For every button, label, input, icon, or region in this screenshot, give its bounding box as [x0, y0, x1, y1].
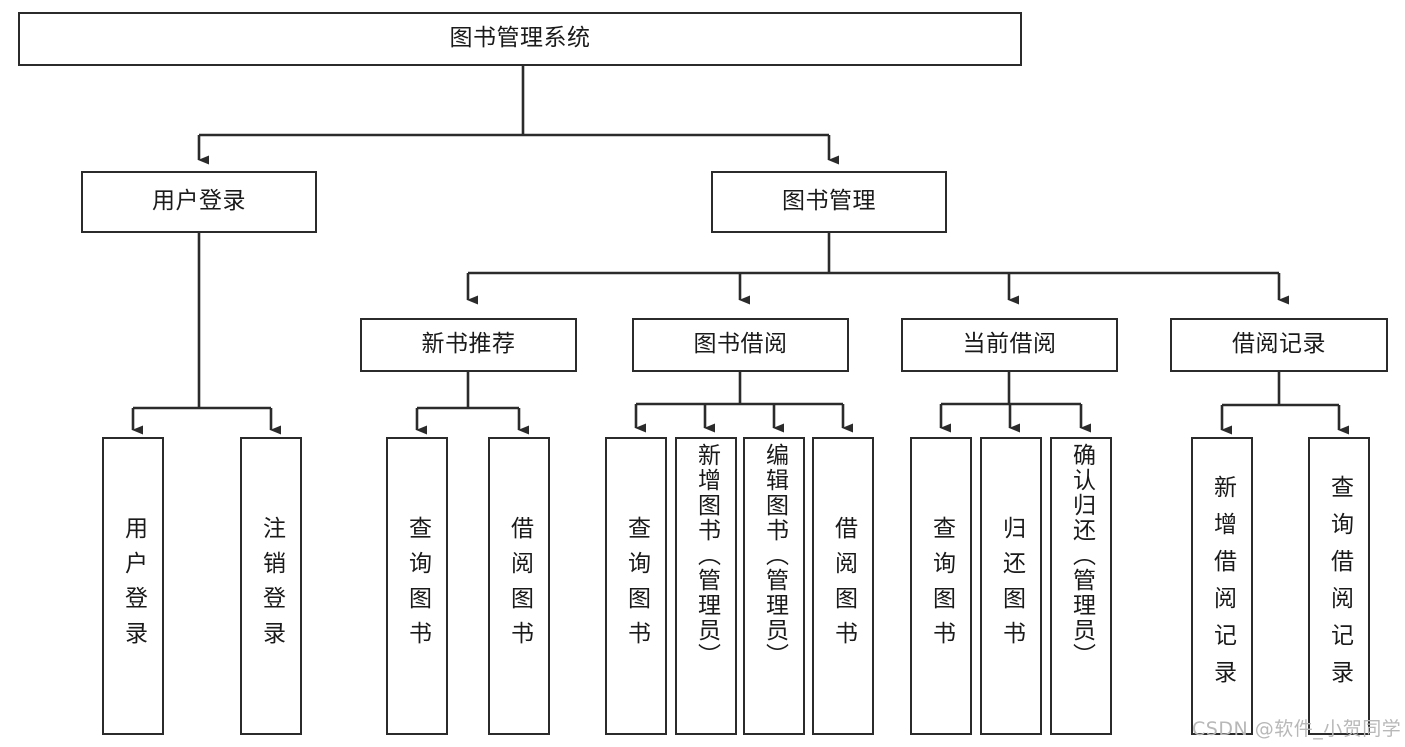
node-label: 借阅图书 — [830, 516, 857, 656]
leaf-borrow-book-recommend[interactable]: 借阅图书 — [488, 437, 550, 735]
node-label: 借阅记录 — [1232, 331, 1326, 358]
leaf-logout-login[interactable]: 注销登录 — [240, 437, 302, 735]
node-user-login[interactable]: 用户登录 — [81, 171, 317, 233]
node-new-book-recommend[interactable]: 新书推荐 — [360, 318, 577, 372]
leaf-query-book-current[interactable]: 查询图书 — [910, 437, 972, 735]
leaf-query-book-borrow[interactable]: 查询图书 — [605, 437, 667, 735]
leaf-user-login[interactable]: 用户登录 — [102, 437, 164, 735]
node-label: 借阅图书 — [506, 516, 533, 656]
node-label: 编辑图书（管理员） — [761, 443, 788, 668]
node-current-borrow[interactable]: 当前借阅 — [901, 318, 1118, 372]
node-book-management[interactable]: 图书管理 — [711, 171, 947, 233]
node-label: 用户登录 — [120, 516, 147, 656]
node-label: 注销登录 — [258, 516, 285, 656]
leaf-confirm-return-admin[interactable]: 确认归还（管理员） — [1050, 437, 1112, 735]
node-label: 归还图书 — [998, 516, 1025, 656]
node-book-borrow[interactable]: 图书借阅 — [632, 318, 849, 372]
node-label: 确认归还（管理员） — [1068, 443, 1095, 668]
leaf-add-borrow-record[interactable]: 新增借阅记录 — [1191, 437, 1253, 735]
node-label: 用户登录 — [152, 188, 246, 215]
node-label: 当前借阅 — [962, 331, 1057, 358]
node-label: 图书管理 — [782, 188, 876, 215]
csdn-watermark: CSDN @软件_小贺同学 — [1192, 718, 1402, 740]
node-root-book-management-system[interactable]: 图书管理系统 — [18, 12, 1022, 66]
leaf-edit-book-admin[interactable]: 编辑图书（管理员） — [743, 437, 805, 735]
node-label: 查询图书 — [928, 516, 955, 656]
leaf-query-book-recommend[interactable]: 查询图书 — [386, 437, 448, 735]
node-label: 查询图书 — [623, 516, 650, 656]
node-label: 新增借阅记录 — [1209, 475, 1236, 697]
leaf-query-borrow-record[interactable]: 查询借阅记录 — [1308, 437, 1370, 735]
node-label: 图书借阅 — [693, 331, 788, 358]
node-label: 查询图书 — [404, 516, 431, 656]
leaf-return-book[interactable]: 归还图书 — [980, 437, 1042, 735]
node-label: 图书管理系统 — [449, 25, 591, 52]
node-borrow-record[interactable]: 借阅记录 — [1170, 318, 1388, 372]
leaf-add-book-admin[interactable]: 新增图书（管理员） — [675, 437, 737, 735]
node-label: 查询借阅记录 — [1326, 475, 1353, 697]
leaf-borrow-book-borrow[interactable]: 借阅图书 — [812, 437, 874, 735]
node-label: 新书推荐 — [421, 331, 516, 358]
node-label: 新增图书（管理员） — [693, 443, 720, 668]
